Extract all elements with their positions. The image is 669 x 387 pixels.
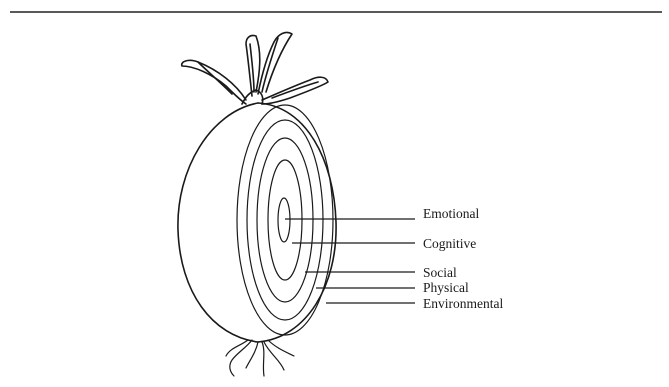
ring-cognitive bbox=[268, 160, 302, 280]
label-cognitive: Cognitive bbox=[423, 236, 476, 251]
onion-cut-edge bbox=[258, 103, 336, 342]
label-environmental: Environmental bbox=[423, 296, 503, 311]
label-physical: Physical bbox=[423, 280, 469, 295]
ring-physical bbox=[247, 120, 323, 320]
ring-emotional bbox=[278, 198, 290, 242]
label-social: Social bbox=[423, 265, 457, 280]
label-emotional: Emotional bbox=[423, 206, 479, 221]
onion-outer-shell bbox=[178, 103, 258, 342]
onion-roots bbox=[226, 340, 294, 376]
leader-lines bbox=[285, 219, 415, 303]
onion-sprout-leaves bbox=[182, 32, 328, 104]
ring-social bbox=[257, 138, 313, 302]
